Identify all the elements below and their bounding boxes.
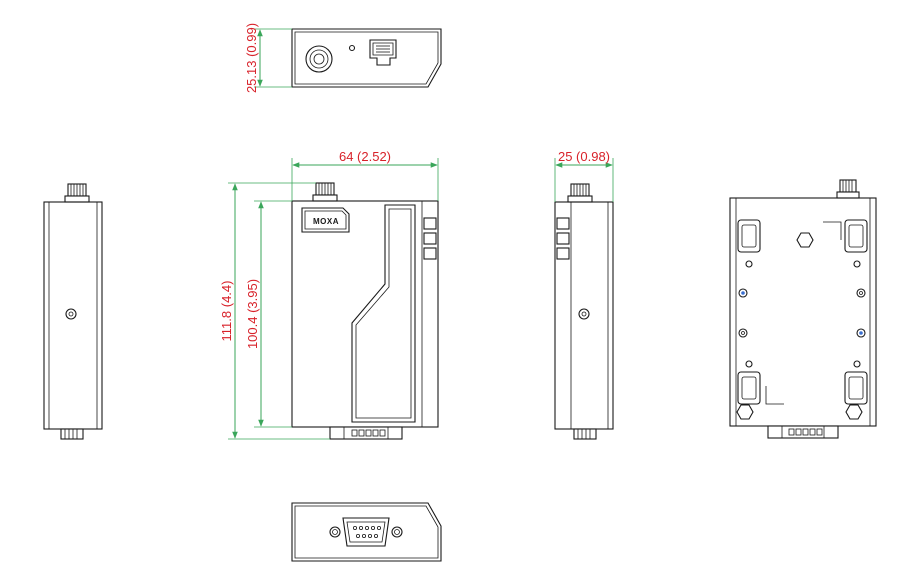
serial-connector-side-icon xyxy=(60,428,84,440)
mounting-slot xyxy=(737,371,761,405)
front-view: MOXA xyxy=(291,182,439,440)
db9-connector-icon xyxy=(329,517,403,547)
antenna-connector-icon xyxy=(305,45,333,73)
led-indicator xyxy=(556,217,570,230)
dimension-width-label: 64 (2.52) xyxy=(339,149,391,164)
dimension-side-width: 25 (0.98) xyxy=(554,149,614,202)
led-indicators xyxy=(423,217,437,260)
dimension-body-height: 100.4 (3.95) xyxy=(245,200,292,428)
right-side-view xyxy=(554,183,614,440)
front-panel-strip xyxy=(351,204,416,423)
bottom-view xyxy=(291,502,442,562)
dimension-total-height-label: 111.8 (4.4) xyxy=(219,281,234,342)
dimension-width: 64 (2.52) xyxy=(291,149,439,201)
dimension-body-height-label: 100.4 (3.95) xyxy=(245,279,260,349)
antenna-connector-icon xyxy=(567,183,593,203)
led-indicator xyxy=(423,232,437,245)
antenna-connector-icon xyxy=(64,183,90,203)
hex-screw-icon xyxy=(796,232,814,248)
dimension-side-width-label: 25 (0.98) xyxy=(558,149,610,164)
screw-icon xyxy=(65,308,77,320)
screw-icon xyxy=(738,328,748,338)
screw-icon xyxy=(738,288,748,298)
mounting-hole xyxy=(853,360,861,368)
mounting-slot xyxy=(844,219,868,253)
serial-connector-icon xyxy=(329,426,403,440)
left-side-view xyxy=(43,183,103,440)
screw-icon xyxy=(856,288,866,298)
dimension-depth: 25.13 (0.99) xyxy=(244,23,292,93)
logo-text: MOXA xyxy=(313,217,339,226)
serial-connector-icon xyxy=(767,425,839,439)
hex-screw-icon xyxy=(845,404,863,420)
mounting-hole xyxy=(745,360,753,368)
mounting-slot xyxy=(737,219,761,253)
corner-mark xyxy=(823,221,842,240)
dimension-total-height: 111.8 (4.4) xyxy=(219,182,330,440)
mounting-slot xyxy=(844,371,868,405)
led-indicator xyxy=(556,232,570,245)
antenna-connector-icon xyxy=(312,182,338,202)
screw-icon xyxy=(856,328,866,338)
led-hole xyxy=(348,44,356,52)
led-indicator xyxy=(423,247,437,260)
mounting-hole xyxy=(745,260,753,268)
led-indicator xyxy=(556,247,570,260)
dimension-depth-label: 25.13 (0.99) xyxy=(244,23,259,93)
mounting-hole xyxy=(853,260,861,268)
top-view xyxy=(291,28,442,88)
rear-view xyxy=(729,179,877,439)
hex-screw-icon xyxy=(736,404,754,420)
rj45-port-icon xyxy=(369,39,397,66)
corner-mark xyxy=(765,386,784,405)
screw-icon xyxy=(578,308,590,320)
led-indicators xyxy=(556,217,570,260)
serial-connector-side-icon xyxy=(573,428,597,440)
antenna-connector-icon xyxy=(836,179,860,199)
logo-badge: MOXA xyxy=(301,207,350,233)
led-indicator xyxy=(423,217,437,230)
